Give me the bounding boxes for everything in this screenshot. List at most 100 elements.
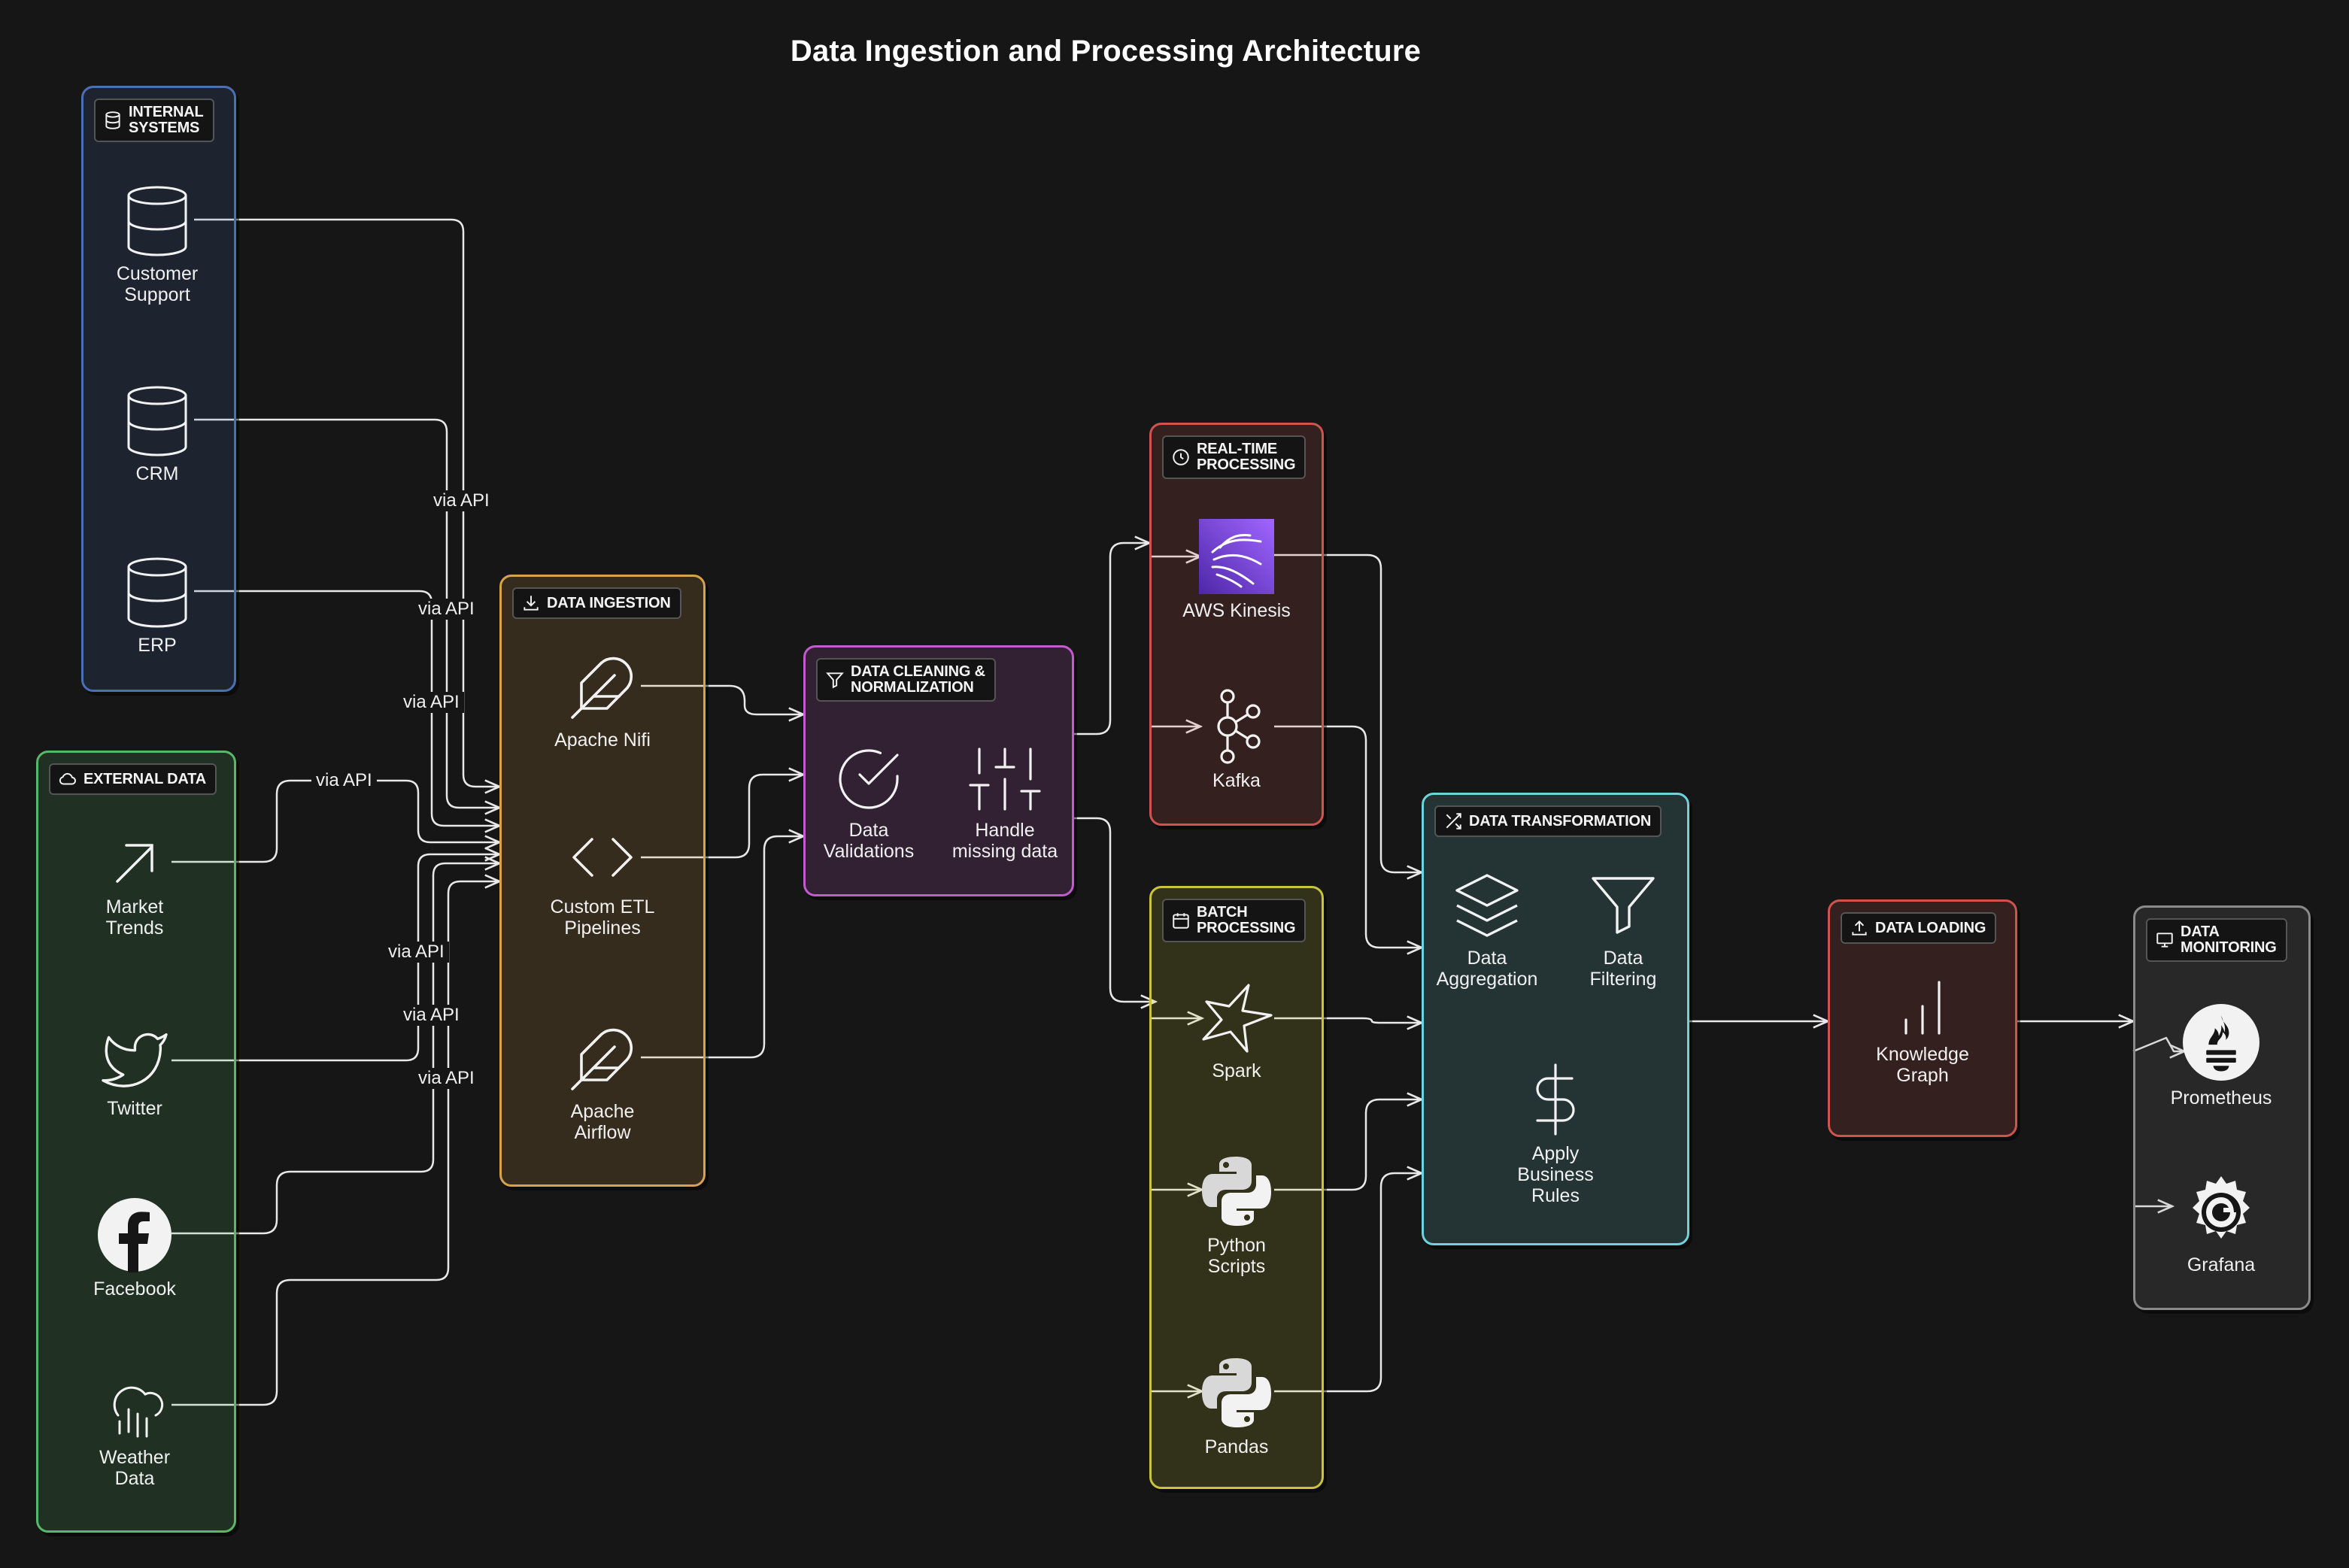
layers-icon <box>1455 874 1519 937</box>
group-badge: BATCH PROCESSING <box>1162 899 1307 942</box>
edge-python-transformation <box>1274 1099 1422 1191</box>
edge-kafka-transformation <box>1274 725 1422 948</box>
group-label: DATA TRANSFORMATION <box>1469 812 1652 829</box>
node-label: ERP <box>138 635 177 656</box>
group-badge: INTERNAL SYSTEMS <box>94 99 214 142</box>
group-data-monitoring[interactable]: DATA MONITORING <box>2133 905 2311 1310</box>
node-crm[interactable]: CRM <box>67 385 247 484</box>
database-icon <box>105 111 120 129</box>
trending-arrow-icon <box>116 844 153 883</box>
node-label: CRM <box>135 463 179 484</box>
group-label: DATA LOADING <box>1875 919 1986 936</box>
group-badge: DATA INGESTION <box>512 587 681 619</box>
spark-star-icon <box>1202 984 1273 1053</box>
node-apache-nifi[interactable]: Apache Nifi <box>512 651 693 751</box>
facebook-icon <box>98 1198 171 1272</box>
node-grafana[interactable]: Grafana <box>2131 1173 2311 1275</box>
group-label: DATA MONITORING <box>2181 924 2277 956</box>
node-label: Kafka <box>1212 770 1261 791</box>
download-icon <box>524 596 539 611</box>
database-icon <box>127 386 187 456</box>
node-label: Apply Business Rules <box>1517 1143 1594 1206</box>
group-label: REAL-TIME PROCESSING <box>1197 441 1296 473</box>
node-label: Pandas <box>1204 1436 1269 1457</box>
node-apply-business-rules[interactable]: Apply Business Rules <box>1465 1062 1646 1206</box>
node-label: Market Trends <box>105 896 164 939</box>
node-label: Python Scripts <box>1207 1235 1266 1277</box>
dollar-icon <box>1536 1063 1575 1136</box>
node-erp[interactable]: ERP <box>67 557 247 656</box>
group-data-transformation[interactable]: DATA TRANSFORMATION <box>1422 793 1689 1245</box>
group-label: DATA CLEANING & NORMALIZATION <box>851 663 985 696</box>
edge-cleaning-batch <box>1074 817 1155 1002</box>
node-label: Prometheus <box>2170 1087 2272 1109</box>
monitor-icon <box>2156 933 2173 948</box>
node-data-filtering[interactable]: Data Filtering <box>1533 869 1713 990</box>
edge-etl-cleaning <box>641 775 803 859</box>
code-brackets-icon <box>572 838 633 877</box>
group-external-data[interactable]: EXTERNAL DATA <box>36 751 236 1533</box>
feather-icon <box>571 1028 633 1090</box>
node-custom-etl[interactable]: Custom ETL Pipelines <box>512 824 693 939</box>
python-icon <box>1202 1157 1271 1226</box>
edge-label-via-api: via API <box>414 599 479 620</box>
group-data-cleaning[interactable]: DATA CLEANING & NORMALIZATION <box>803 645 1074 896</box>
database-icon <box>127 557 187 628</box>
node-data-aggregation[interactable]: Data Aggregation <box>1397 869 1577 990</box>
edge-kinesis-transformation <box>1274 554 1422 872</box>
calendar-icon <box>1173 913 1189 929</box>
edge-label-via-api: via API <box>311 770 377 791</box>
group-badge: DATA MONITORING <box>2146 918 2287 962</box>
node-aws-kinesis[interactable]: AWS Kinesis <box>1146 519 1327 621</box>
group-real-time-processing[interactable]: REAL-TIME PROCESSING <box>1149 423 1324 826</box>
cloud-rain-icon <box>113 1386 164 1438</box>
node-label: Data Filtering <box>1589 948 1657 990</box>
node-python-scripts[interactable]: Python Scripts <box>1146 1154 1327 1277</box>
check-circle-icon <box>839 749 899 809</box>
group-label: INTERNAL SYSTEMS <box>129 104 204 136</box>
node-facebook[interactable]: Facebook <box>44 1197 225 1300</box>
prometheus-icon <box>2183 1004 2259 1081</box>
node-label: Spark <box>1212 1060 1261 1081</box>
group-badge: DATA LOADING <box>1841 912 1997 944</box>
node-spark[interactable]: Spark <box>1146 982 1327 1081</box>
shuffle-icon <box>1446 813 1461 829</box>
edge-nifi-cleaning <box>641 684 803 714</box>
twitter-bird-icon <box>102 1033 168 1087</box>
edge-airflow-cleaning <box>641 836 803 1059</box>
cloud-icon <box>59 772 76 785</box>
node-label: Grafana <box>2187 1254 2256 1275</box>
edge-label-via-api: via API <box>414 1068 479 1089</box>
feather-icon <box>571 657 633 719</box>
clock-icon <box>1173 449 1189 466</box>
node-weather-data[interactable]: Weather Data <box>44 1369 225 1489</box>
edge-pandas-transformation <box>1274 1173 1422 1393</box>
group-label: BATCH PROCESSING <box>1197 904 1296 936</box>
node-customer-support[interactable]: Customer Support <box>67 185 247 305</box>
group-data-ingestion[interactable]: DATA INGESTION <box>499 575 706 1187</box>
edge-facebook-ingestion <box>171 863 499 1235</box>
node-label: Handle missing data <box>951 820 1058 862</box>
aws-kinesis-icon <box>1199 519 1274 594</box>
node-prometheus[interactable]: Prometheus <box>2131 1003 2311 1109</box>
node-label: Apache Nifi <box>554 729 651 751</box>
sliders-icon <box>969 748 1041 811</box>
edge-monitoring-prometheus <box>2132 1036 2184 1051</box>
node-handle-missing-data[interactable]: Handle missing data <box>915 745 1095 862</box>
edge-label-via-api: via API <box>399 692 464 713</box>
node-twitter[interactable]: Twitter <box>44 1029 225 1119</box>
node-label: Facebook <box>93 1278 176 1300</box>
bar-chart-icon <box>1904 981 1941 1035</box>
group-badge: EXTERNAL DATA <box>49 763 217 795</box>
node-label: Data Aggregation <box>1436 948 1538 990</box>
node-kafka[interactable]: Kafka <box>1146 689 1327 791</box>
edge-weather-ingestion <box>171 881 499 1406</box>
node-knowledge-graph[interactable]: Knowledge Graph <box>1832 978 2013 1086</box>
node-label: Knowledge Graph <box>1876 1044 1969 1086</box>
node-market-trends[interactable]: Market Trends <box>44 835 225 939</box>
database-icon <box>127 186 187 256</box>
node-pandas[interactable]: Pandas <box>1146 1355 1327 1457</box>
node-apache-airflow[interactable]: Apache Airflow <box>512 1023 693 1143</box>
node-data-validations[interactable]: Data Validations <box>778 745 959 862</box>
group-badge: REAL-TIME PROCESSING <box>1162 435 1307 479</box>
